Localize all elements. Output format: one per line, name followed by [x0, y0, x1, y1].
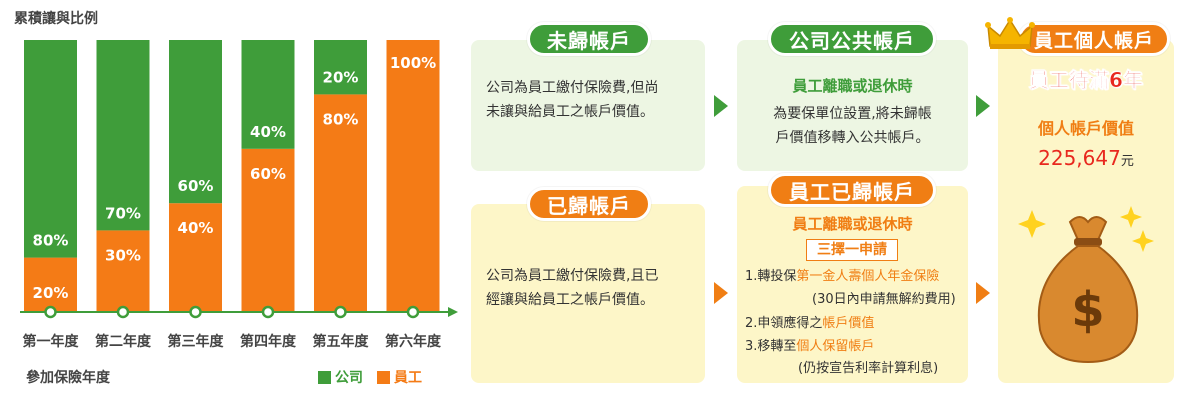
- bar-label-employee-3: 40%: [178, 219, 214, 237]
- bar-label-company-4: 40%: [250, 123, 286, 141]
- crown-icon: [985, 17, 1035, 49]
- option-3-highlight: 個人保留帳戶: [796, 339, 875, 354]
- option-1: 1.轉投保第一金人壽個人年金保險: [745, 268, 939, 286]
- bar-label-employee-2: 30%: [105, 246, 141, 264]
- axis-marker-4: [261, 305, 275, 319]
- employee-vested-card: [737, 186, 968, 383]
- bar-employee-6: [386, 40, 440, 312]
- stacked-bar-chart: 80% 20% 70% 30% 60% 40% 40% 60% 20% 80% 100% 第一年度第二…: [20, 40, 458, 350]
- employee-vested-title: 員工已歸帳戶: [768, 173, 936, 207]
- bar-label-company-1: 80%: [33, 232, 69, 250]
- x-axis-caption: 參加保險年度: [26, 370, 110, 386]
- option-box: 三擇一申請: [806, 239, 898, 261]
- legend-company: 公司: [318, 367, 363, 387]
- legend-employee-swatch: [377, 370, 390, 384]
- x-tick-label-6: 第六年度: [385, 333, 442, 350]
- bar-employee-3: [169, 203, 222, 312]
- bar-label-company-2: 70%: [105, 204, 141, 222]
- x-axis-arrow-icon: [448, 307, 458, 317]
- public-account-title: 公司公共帳戶: [768, 22, 936, 56]
- x-tick-label-2: 第二年度: [95, 333, 152, 350]
- bar-label-employee-6: 100%: [390, 54, 436, 72]
- option-2-highlight: 帳戶價值: [822, 316, 875, 331]
- tenure-label: 員工待滿6年: [1029, 68, 1143, 93]
- unvested-text-line1: 公司為員工繳付保險費,但尚: [486, 80, 659, 96]
- vested-title: 已歸帳戶: [527, 187, 651, 221]
- employee-vested-condition: 員工離職或退休時: [792, 215, 913, 233]
- arrow-right-icon: [714, 282, 728, 304]
- svg-text:$: $: [1071, 282, 1104, 338]
- bar-label-employee-5: 80%: [323, 110, 359, 128]
- axis-marker-5: [334, 305, 347, 319]
- option-3: 3.移轉至個人保留帳戶: [745, 338, 874, 356]
- value-label: 個人帳戶價值: [1037, 119, 1134, 138]
- public-account-condition: 員工離職或退休時: [792, 77, 913, 95]
- legend-company-swatch: [318, 370, 331, 384]
- sparkle-icon: [1018, 210, 1046, 238]
- option-3-prefix: 3.移轉至: [745, 339, 797, 354]
- bar-label-company-5: 20%: [323, 68, 359, 86]
- unvested-description: 公司為員工繳付保險費,但尚 未讓與給員工之帳戶價值。: [486, 76, 696, 124]
- unvested-text-line2: 未讓與給員工之帳戶價值。: [486, 104, 654, 120]
- bar-employee-1: [24, 257, 77, 312]
- bar-label-employee-4: 60%: [250, 165, 286, 183]
- public-account-description: 為要保單位設置,將未歸帳 戶價值移轉入公共帳戶。: [737, 102, 968, 150]
- unvested-card: [471, 40, 705, 171]
- legend-company-label: 公司: [335, 370, 363, 386]
- account-value: 225,647元: [998, 146, 1174, 174]
- sparkle-icon: [1120, 206, 1142, 228]
- bar-company-5: [314, 40, 367, 95]
- vested-text-line2: 經讓與給員工之帳戶價值。: [486, 292, 654, 308]
- vested-description: 公司為員工繳付保險費,且已 經讓與給員工之帳戶價值。: [486, 264, 696, 312]
- money-bag-icon: $: [1018, 206, 1154, 364]
- chart-legend: 公司 員工: [318, 367, 422, 387]
- vested-text-line1: 公司為員工繳付保險費,且已: [486, 268, 659, 284]
- option-3-note: (仍按宣告利率計算利息): [798, 361, 939, 376]
- bar-employee-5: [314, 94, 367, 313]
- bar-label-employee-1: 20%: [33, 284, 69, 302]
- x-tick-label-5: 第五年度: [313, 333, 370, 350]
- axis-marker-3: [189, 305, 202, 319]
- bar-company-2: [96, 40, 150, 231]
- option-1-prefix: 1.轉投保: [745, 269, 797, 284]
- public-account-text-line1: 為要保單位設置,將未歸帳: [773, 106, 932, 122]
- bar-company-3: [169, 40, 222, 204]
- legend-employee-label: 員工: [394, 370, 422, 386]
- bar-employee-2: [96, 230, 150, 312]
- legend-employee: 員工: [377, 367, 422, 387]
- axis-marker-6: [406, 305, 420, 319]
- chart-title: 累積讓與比例: [14, 11, 98, 27]
- axis-marker-1: [44, 305, 57, 319]
- sparkle-icon: [1132, 230, 1154, 252]
- bar-label-company-3: 60%: [178, 177, 214, 195]
- bar-employee-4: [241, 148, 295, 312]
- bar-company-4: [241, 40, 295, 149]
- x-tick-label-4: 第四年度: [240, 333, 297, 350]
- personal-account-title: 員工個人帳戶: [1018, 22, 1170, 56]
- x-tick-label-3: 第三年度: [168, 333, 225, 350]
- option-1-note: (30日內申請無解約費用): [812, 292, 956, 307]
- arrow-right-icon: [714, 95, 728, 117]
- arrow-right-icon: [976, 282, 990, 304]
- option-2: 2.申領應得之帳戶價值: [745, 315, 874, 333]
- bar-company-1: [24, 40, 77, 258]
- x-tick-label-1: 第一年度: [23, 333, 80, 350]
- account-value-number: 225,647: [1038, 146, 1121, 170]
- vested-card: [471, 204, 705, 383]
- option-1-highlight: 第一金人壽個人年金保險: [796, 269, 940, 284]
- account-value-unit: 元: [1120, 154, 1134, 169]
- public-account-text-line2: 戶價值移轉入公共帳戶。: [775, 130, 930, 146]
- arrow-right-icon: [976, 95, 990, 117]
- public-account-card: [737, 40, 968, 171]
- axis-marker-2: [116, 305, 130, 319]
- option-2-prefix: 2.申領應得之: [745, 316, 823, 331]
- unvested-title: 未歸帳戶: [527, 22, 651, 56]
